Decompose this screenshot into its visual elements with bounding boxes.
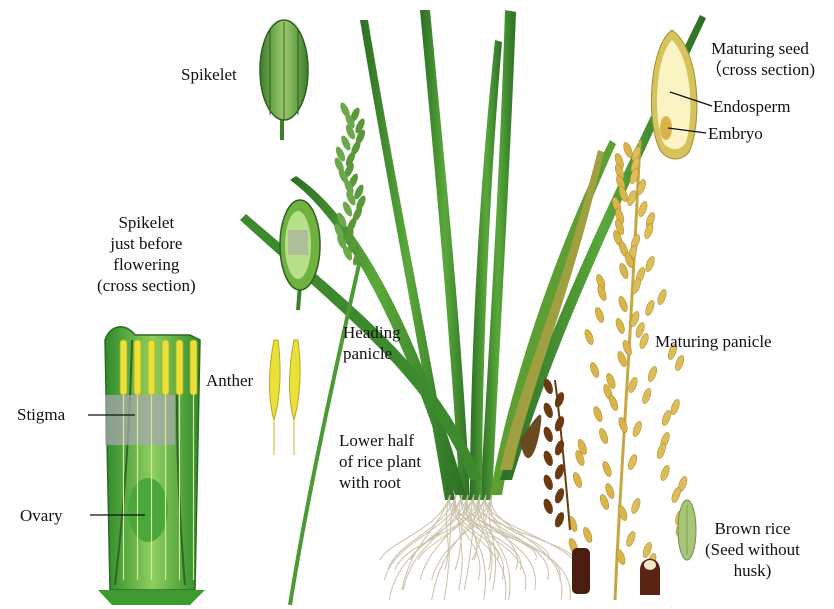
grain: [592, 405, 604, 422]
label-lower-half-line3: with root: [339, 472, 421, 493]
anther-sac: [176, 340, 183, 395]
label-lower-half-line2: of rice plant: [339, 451, 421, 472]
grain: [553, 415, 566, 433]
grain: [617, 295, 629, 312]
grain: [542, 425, 555, 443]
grain: [660, 409, 672, 426]
grain: [598, 427, 610, 444]
label-sbf-line1: Spikelet: [97, 212, 196, 233]
label-heading-panicle: Heading panicle: [343, 322, 401, 364]
grain: [641, 387, 653, 404]
label-heading-panicle-line1: Heading: [343, 322, 401, 343]
grain: [625, 530, 637, 547]
anther-drawing: [270, 340, 301, 455]
grain: [596, 284, 608, 301]
grain: [542, 449, 555, 467]
label-stigma: Stigma: [17, 404, 65, 425]
grain: [644, 299, 656, 316]
label-ovary: Ovary: [20, 505, 62, 526]
label-sbf-line3: flowering: [97, 254, 196, 275]
grain: [583, 328, 595, 345]
spikelet-section-drawing: [280, 200, 320, 310]
grain: [646, 365, 658, 382]
leaf: [500, 150, 604, 470]
grain: [582, 526, 594, 543]
brown-rice-drawing: [678, 500, 696, 560]
grain: [553, 391, 566, 409]
grain: [655, 442, 667, 459]
grain: [627, 453, 639, 470]
label-brown-rice-line1: Brown rice: [705, 518, 800, 539]
grain: [674, 354, 686, 371]
anther-sac: [134, 340, 141, 395]
label-maturing-panicle: Maturing panicle: [655, 331, 772, 352]
grain: [637, 200, 649, 217]
grain: [608, 394, 620, 411]
grain: [644, 255, 656, 272]
label-heading-panicle-line2: panicle: [343, 343, 401, 364]
dark-panicle: [542, 377, 570, 530]
root: [444, 495, 456, 600]
grain: [643, 222, 655, 239]
label-maturing-seed-line1: Maturing seed: [705, 38, 815, 59]
grain: [553, 511, 566, 529]
spikelet-drawing: [260, 20, 308, 140]
grain: [542, 401, 555, 419]
label-spikelet: Spikelet: [181, 64, 237, 85]
grain: [542, 497, 555, 515]
anther-sac: [120, 340, 127, 395]
label-anther: Anther: [206, 370, 253, 391]
grain: [614, 317, 626, 334]
grain: [656, 288, 668, 305]
anther-sac: [162, 340, 169, 395]
grain: [594, 306, 606, 323]
anther-sac: [190, 340, 197, 395]
label-lower-half-line1: Lower half: [339, 430, 421, 451]
roots: [380, 495, 586, 600]
label-spikelet-before-flowering: Spikelet just before flowering (cross se…: [97, 212, 196, 296]
grain: [542, 473, 555, 491]
label-brown-rice-line3: husk): [705, 560, 800, 581]
grain: [553, 487, 566, 505]
grain: [630, 497, 642, 514]
anther-sac: [148, 340, 155, 395]
label-brown-rice: Brown rice (Seed without husk): [705, 518, 800, 581]
grain: [571, 471, 583, 488]
label-maturing-seed-line2: （cross section): [705, 59, 815, 80]
grain: [617, 416, 629, 433]
label-endosperm: Endosperm: [713, 96, 790, 117]
label-brown-rice-line2: (Seed without: [705, 539, 800, 560]
label-embryo: Embryo: [708, 123, 763, 144]
grain: [669, 398, 681, 415]
label-sbf-line2: just before: [97, 233, 196, 254]
root: [380, 495, 450, 560]
grain: [601, 460, 613, 477]
grain: [589, 361, 601, 378]
label-lower-half: Lower half of rice plant with root: [339, 430, 421, 493]
label-sbf-line4: (cross section): [97, 275, 196, 296]
grain: [631, 420, 643, 437]
grain: [670, 486, 682, 503]
grain: [659, 464, 671, 481]
label-maturing-seed: Maturing seed （cross section): [705, 38, 815, 80]
